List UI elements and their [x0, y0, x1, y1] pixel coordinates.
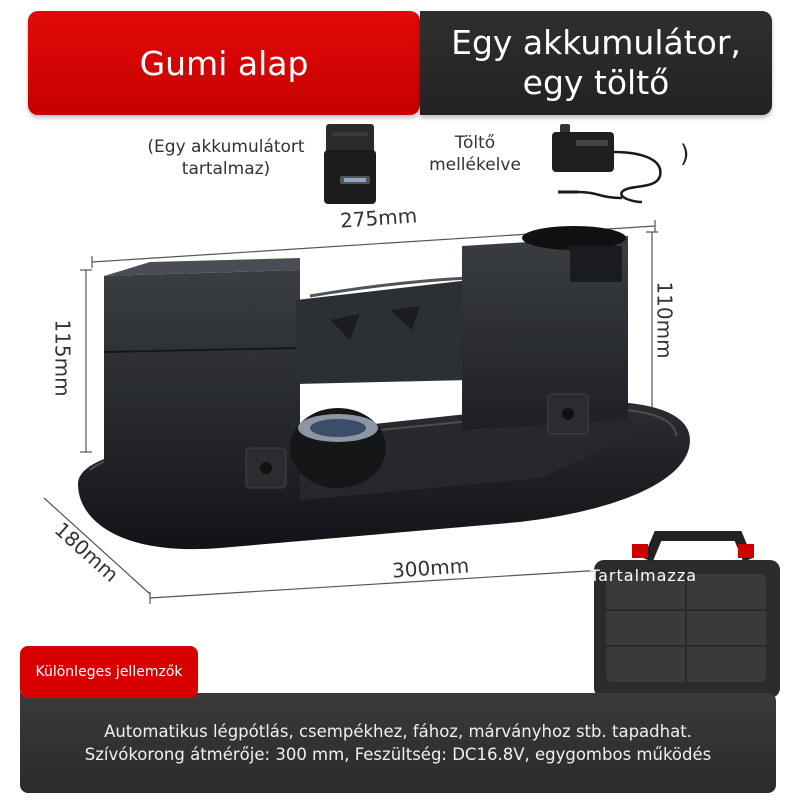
charger-note: ): [680, 140, 690, 168]
charger-caption: Töltő mellékelve: [400, 132, 550, 176]
features-badge-label: Különleges jellemzők: [35, 664, 183, 680]
header-right-line1: Egy akkumulátor,: [451, 23, 741, 62]
battery-caption-line1: (Egy akkumulátort: [147, 137, 305, 157]
charger-caption-line2: mellékelve: [429, 155, 521, 175]
header-banner-right: Egy akkumulátor, egy töltő: [420, 11, 772, 115]
header-banner-left: Gumi alap: [28, 11, 420, 115]
header-left-label: Gumi alap: [139, 43, 309, 83]
features-badge: Különleges jellemzők: [20, 646, 198, 698]
battery-caption: (Egy akkumulátort tartalmaz): [138, 136, 314, 180]
charger-image: [552, 124, 662, 204]
battery-image: [324, 124, 376, 204]
charger-caption-line1: Töltő: [454, 133, 496, 153]
features-panel: Automatikus légpótlás, csempékhez, fához…: [20, 693, 776, 793]
features-line1: Automatikus légpótlás, csempékhez, fához…: [104, 722, 692, 741]
features-line2: Szívókorong átmérője: 300 mm, Feszültség…: [84, 745, 712, 764]
carrying-case-image: [594, 531, 780, 698]
case-label: Tartalmazza: [590, 566, 698, 585]
header-right-line2: egy töltő: [522, 63, 670, 102]
battery-caption-line2: tartalmaz): [181, 159, 271, 179]
